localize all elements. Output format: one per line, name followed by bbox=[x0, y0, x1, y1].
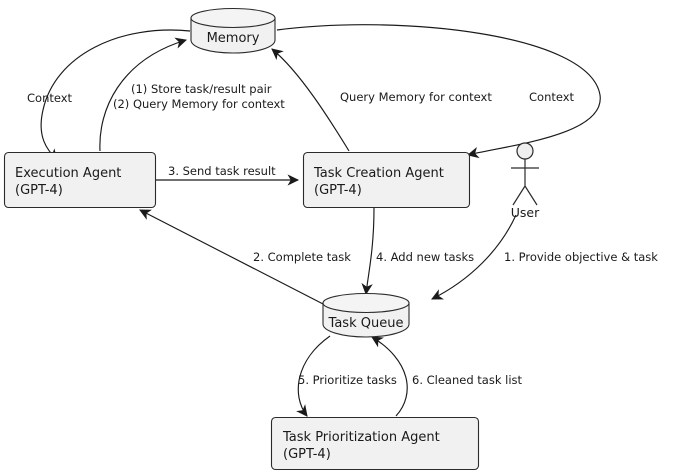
edge-taskqueue-to-execution bbox=[139, 209, 326, 306]
execution-agent-label-line2: (GPT-4) bbox=[15, 183, 63, 198]
edge-prioritization-to-taskqueue bbox=[371, 336, 408, 417]
actor-body-icon bbox=[511, 159, 539, 206]
memory-label: Memory bbox=[207, 31, 260, 46]
edge-label-store-task-result-pair: (1) Store task/result pair bbox=[131, 82, 272, 96]
node-task-creation-agent[interactable]: Task Creation Agent (GPT-4) bbox=[302, 151, 471, 209]
edge-label-context-left: Context bbox=[27, 91, 73, 105]
node-execution-agent[interactable]: Execution Agent (GPT-4) bbox=[3, 151, 157, 209]
edge-label-add-new-tasks: 4. Add new tasks bbox=[376, 250, 474, 264]
edge-label-send-task-result: 3. Send task result bbox=[168, 164, 276, 178]
edge-execution-to-memory-store-query bbox=[99, 37, 188, 152]
edge-label-provide-objective-task: 1. Provide objective & task bbox=[504, 250, 658, 264]
task-prioritization-agent-label-line1: Task Prioritization Agent bbox=[282, 430, 440, 445]
edge-label-cleaned-task-list: 6. Cleaned task list bbox=[412, 373, 523, 387]
task-creation-agent-label-line1: Task Creation Agent bbox=[313, 166, 444, 181]
edge-label-context-right: Context bbox=[529, 90, 575, 104]
edge-label-query-memory-for-context: Query Memory for context bbox=[340, 90, 492, 104]
node-memory[interactable]: Memory bbox=[190, 7, 276, 54]
edge-label-complete-task: 2. Complete task bbox=[253, 250, 351, 264]
user-label: User bbox=[511, 205, 540, 220]
node-task-prioritization-agent[interactable]: Task Prioritization Agent (GPT-4) bbox=[270, 416, 480, 471]
edge-user-to-taskqueue bbox=[431, 214, 517, 300]
execution-agent-label-line1: Execution Agent bbox=[15, 166, 121, 181]
task-creation-agent-label-line2: (GPT-4) bbox=[314, 183, 362, 198]
edge-label-query-memory-for-context-2: (2) Query Memory for context bbox=[113, 97, 285, 111]
edge-memory-to-execution-context bbox=[40, 29, 191, 161]
node-user-actor[interactable]: User bbox=[511, 142, 540, 220]
edge-taskqueue-to-prioritization bbox=[296, 335, 331, 417]
node-task-queue[interactable]: Task Queue bbox=[322, 292, 410, 338]
task-prioritization-agent-label-line2: (GPT-4) bbox=[283, 447, 331, 462]
edge-taskcreation-to-memory-query bbox=[271, 48, 350, 152]
task-queue-label: Task Queue bbox=[328, 316, 404, 331]
edge-taskcreation-to-taskqueue bbox=[361, 207, 375, 296]
edge-label-prioritize-tasks: 5. Prioritize tasks bbox=[298, 373, 397, 387]
edge-memory-to-taskcreation-context bbox=[276, 24, 601, 159]
actor-head-icon bbox=[516, 142, 534, 160]
